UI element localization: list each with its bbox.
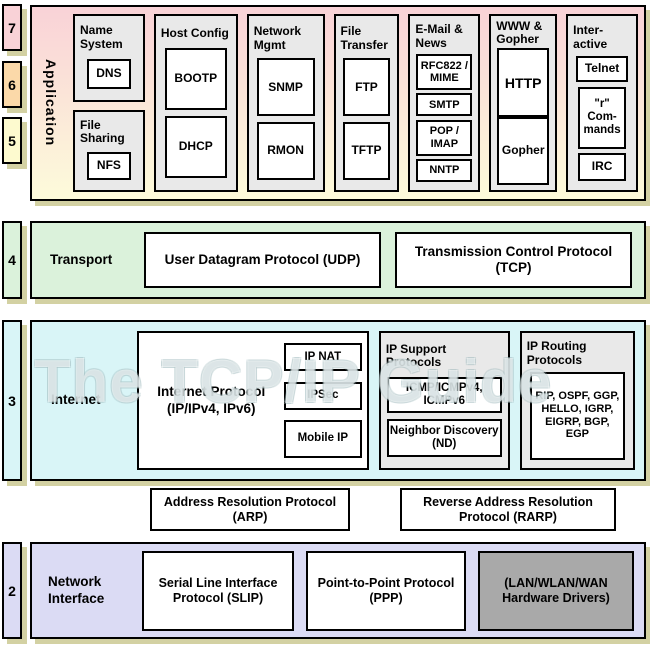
layer-number-3: 3: [2, 320, 22, 481]
nntp-protocol-box: NNTP: [416, 158, 473, 182]
www-gopher-group: WWW & Gopher HTTP Gopher: [489, 14, 558, 192]
slip-protocol-box: Serial Line Interface Protocol (SLIP): [142, 550, 294, 631]
host-config-title: Host Config: [160, 25, 229, 40]
internet-protocol-label: Internet Protocol (IP/IPv4, IPv6): [157, 384, 266, 416]
interactive-title: Inter- active: [573, 23, 608, 51]
host-config-group: Host Config BOOTP DHCP: [153, 14, 238, 192]
snmp-protocol-box: SNMP: [256, 58, 315, 117]
mobile-ip-protocol-box: Mobile IP: [283, 419, 362, 458]
rarp-protocol-box: Reverse Address Resolution Protocol (RAR…: [400, 488, 616, 531]
dns-protocol-box: DNS: [87, 58, 131, 89]
name-system-group: Name System DNS: [73, 14, 145, 102]
ipsec-protocol-box: IPSec: [283, 381, 362, 410]
gopher-protocol-box: Gopher: [497, 117, 550, 185]
layer-number-5: 5: [2, 117, 22, 164]
bootp-protocol-box: BOOTP: [164, 47, 227, 110]
transport-layer-label: Transport: [50, 251, 113, 267]
network-mgmt-title: Network Mgmt: [253, 24, 302, 52]
file-transfer-group: File Transfer FTP TFTP: [333, 14, 400, 192]
tftp-protocol-box: TFTP: [342, 121, 391, 180]
internet-layer-band: Internet Internet Protocol (IP/IPv4, IPv…: [30, 320, 646, 481]
smtp-protocol-box: SMTP: [416, 93, 473, 117]
ip-support-protocols-group: IP Support Protocols ICMP/ICMPv4, ICMPv6…: [378, 331, 510, 470]
udp-protocol-box: User Datagram Protocol (UDP): [144, 232, 381, 288]
ip-routing-protocols-group: IP Routing Protocols RIP, OSPF, GGP, HEL…: [519, 331, 635, 470]
interactive-group: Inter- active Telnet "r" Com- mands IRC: [566, 14, 638, 192]
file-sharing-title: File Sharing: [80, 118, 125, 146]
ppp-protocol-box: Point-to-Point Protocol (PPP): [306, 550, 466, 631]
name-system-file-sharing-column: Name System DNS File Sharing NFS: [73, 14, 145, 192]
internet-layer-label: Internet: [51, 392, 101, 408]
arp-protocol-box: Address Resolution Protocol (ARP): [150, 488, 350, 531]
ip-nat-protocol-box: IP NAT: [283, 343, 362, 372]
irc-protocol-box: IRC: [578, 152, 626, 181]
icmp-protocol-box: ICMP/ICMPv4, ICMPv6: [386, 376, 502, 413]
network-mgmt-group: Network Mgmt SNMP RMON: [246, 14, 325, 192]
application-layer-label: Application: [43, 59, 59, 147]
layer-number-7: 7: [2, 4, 22, 51]
tcp-protocol-box: Transmission Control Protocol (TCP): [395, 232, 632, 288]
www-gopher-title: WWW & Gopher: [496, 19, 543, 47]
application-layer-band: Application Name System DNS File Sharing…: [30, 5, 646, 201]
file-transfer-title: File Transfer: [340, 24, 388, 52]
dhcp-protocol-box: DHCP: [164, 116, 227, 179]
ip-support-protocols-title: IP Support Protocols: [385, 342, 447, 370]
internet-protocol-box: Internet Protocol (IP/IPv4, IPv6) IP NAT…: [136, 331, 369, 470]
name-system-title: Name System: [80, 23, 123, 51]
ftp-protocol-box: FTP: [342, 58, 391, 117]
rfc822-mime-protocol-box: RFC822 / MIME: [416, 54, 473, 91]
telnet-protocol-box: Telnet: [576, 56, 628, 83]
layer-number-6: 6: [2, 61, 22, 108]
email-news-title: E-Mail & News: [415, 22, 463, 50]
layer-number-4: 4: [2, 221, 22, 299]
hardware-drivers-box: (LAN/WLAN/WAN Hardware Drivers): [478, 550, 634, 631]
file-sharing-group: File Sharing NFS: [73, 110, 145, 192]
nfs-protocol-box: NFS: [87, 151, 131, 180]
http-protocol-box: HTTP: [497, 47, 550, 118]
email-news-group: E-Mail & News RFC822 / MIME SMTP POP / I…: [408, 14, 481, 192]
network-interface-layer-band: Network Interface Serial Line Interface …: [30, 542, 646, 639]
rmon-protocol-box: RMON: [256, 121, 315, 180]
r-commands-protocol-box: "r" Com- mands: [578, 86, 626, 149]
layer-number-2: 2: [2, 542, 22, 639]
ip-routing-protocols-title: IP Routing Protocols: [526, 339, 587, 367]
pop-imap-protocol-box: POP / IMAP: [416, 119, 473, 156]
routing-protocols-list-box: RIP, OSPF, GGP, HELLO, IGRP, EIGRP, BGP,…: [529, 371, 625, 460]
neighbor-discovery-protocol-box: Neighbor Discovery (ND): [386, 418, 502, 457]
ip-feature-column: IP NAT IPSec Mobile IP: [283, 333, 362, 468]
network-interface-layer-label: Network Interface: [48, 574, 105, 606]
transport-layer-band: Transport User Datagram Protocol (UDP) T…: [30, 221, 646, 299]
